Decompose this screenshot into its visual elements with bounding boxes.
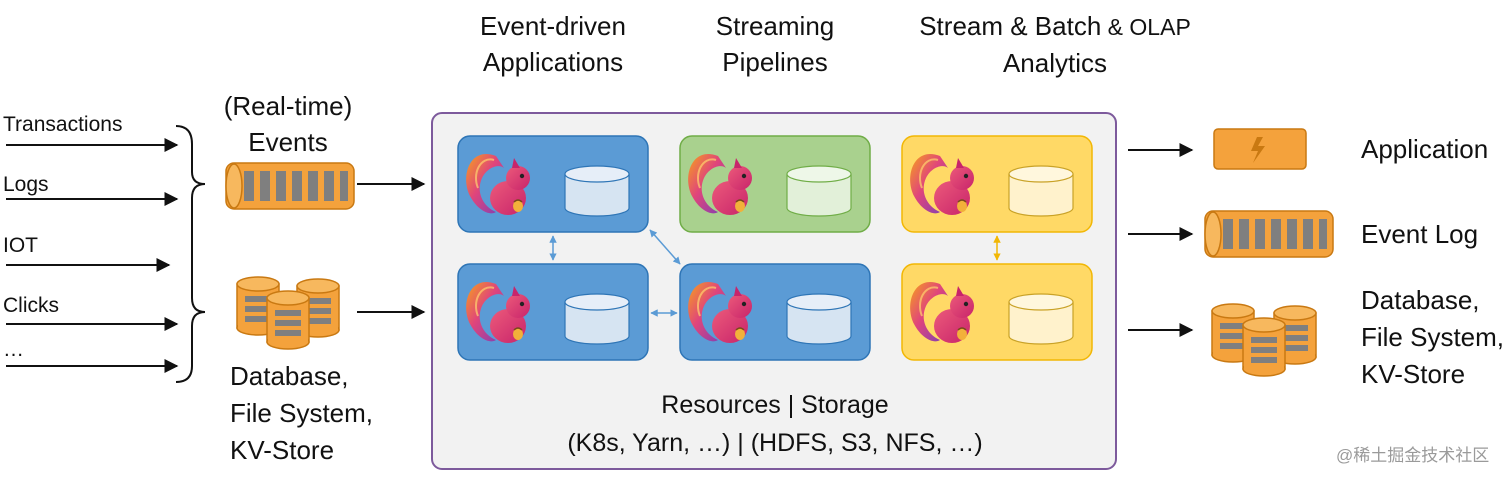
source-storage-label: Database, File System, KV-Store — [230, 361, 374, 465]
events-queue-icon — [225, 162, 355, 210]
source-database-icon — [236, 276, 340, 350]
input-label-transactions: Transactions — [3, 113, 123, 136]
tile-event-driven-top — [457, 135, 649, 233]
input-label-logs: Logs — [3, 173, 49, 196]
output-event-log-icon — [1204, 210, 1334, 258]
watermark: @稀土掘金技术社区 — [1336, 446, 1490, 465]
output-arrows — [1128, 143, 1194, 337]
column-header-analytics: Stream & Batch & OLAP Analytics — [919, 11, 1191, 78]
input-label-more: … — [3, 338, 24, 361]
input-label-iot: IOT — [3, 234, 38, 257]
column-header-event-driven: Event-driven Applications — [480, 11, 626, 77]
tile-streaming-top — [679, 135, 871, 233]
input-label-clicks: Clicks — [3, 294, 59, 317]
output-label-storage: Database, File System, KV-Store — [1361, 285, 1505, 389]
column-header-streaming: Streaming Pipelines — [715, 11, 835, 77]
output-label-event-log: Event Log — [1361, 219, 1479, 249]
input-brace — [175, 125, 206, 383]
input-arrows — [6, 138, 179, 373]
tile-analytics-top — [901, 135, 1093, 233]
resources-storage-label: Resources | Storage (K8s, Yarn, …) | (HD… — [567, 391, 983, 457]
output-label-application: Application — [1361, 134, 1489, 164]
internal-arrows — [549, 229, 1001, 317]
tile-streaming-bottom — [679, 263, 871, 361]
events-label: (Real-time) Events — [223, 91, 353, 157]
tile-event-driven-bottom — [457, 263, 649, 361]
application-icon — [1213, 128, 1307, 170]
output-database-icon — [1211, 303, 1317, 377]
tile-analytics-bottom — [901, 263, 1093, 361]
